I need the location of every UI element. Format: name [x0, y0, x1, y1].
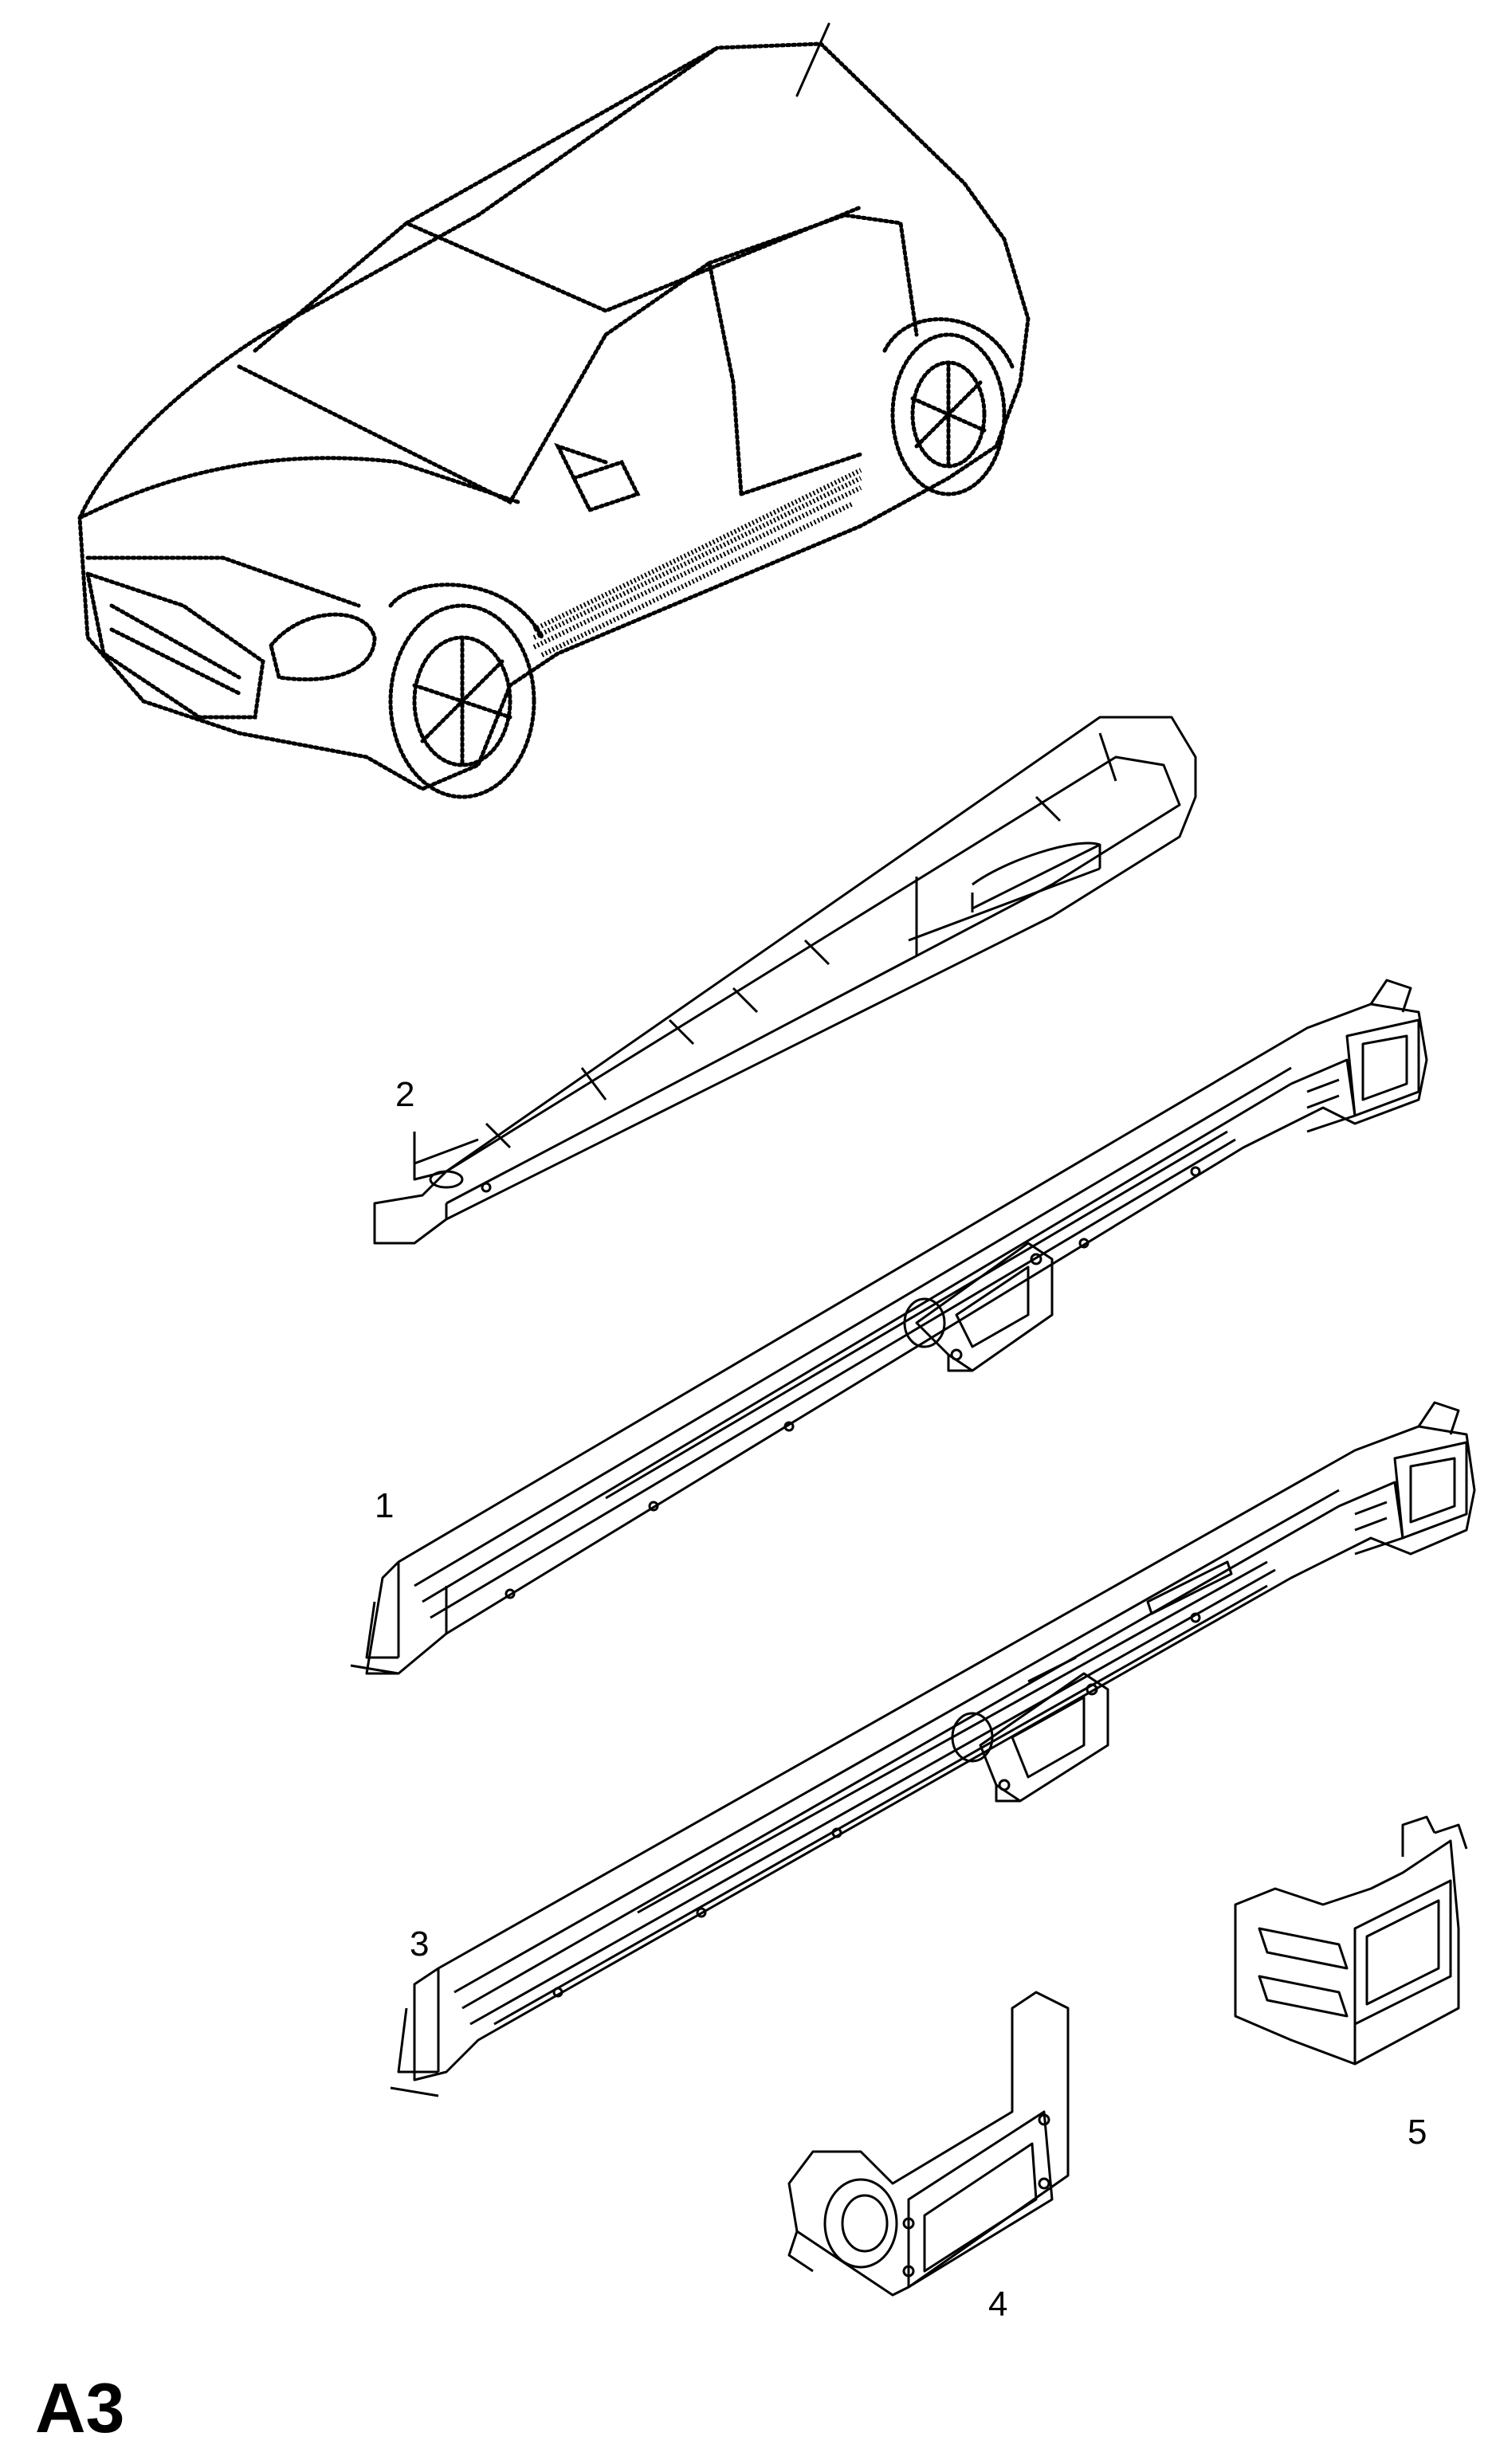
- bracket-part-5: [1234, 1815, 1468, 2066]
- bracket-part-4: [787, 1991, 1070, 2297]
- sheet-code-label: A3: [35, 2368, 125, 2447]
- callout-part-2: 2: [395, 1075, 415, 1114]
- callout-part-1: 1: [375, 1486, 395, 1525]
- rocker-panel-part-3: [390, 1401, 1476, 2097]
- car-illustration: [77, 22, 1031, 799]
- callout-part-5: 5: [1408, 2113, 1427, 2152]
- car-sill-highlight: [532, 468, 862, 657]
- rocker-reinforcement-part-1: [350, 979, 1428, 1675]
- sill-panel-part-2: [373, 716, 1197, 1245]
- callout-part-3: 3: [410, 1925, 430, 1964]
- callout-part-4: 4: [988, 2285, 1008, 2324]
